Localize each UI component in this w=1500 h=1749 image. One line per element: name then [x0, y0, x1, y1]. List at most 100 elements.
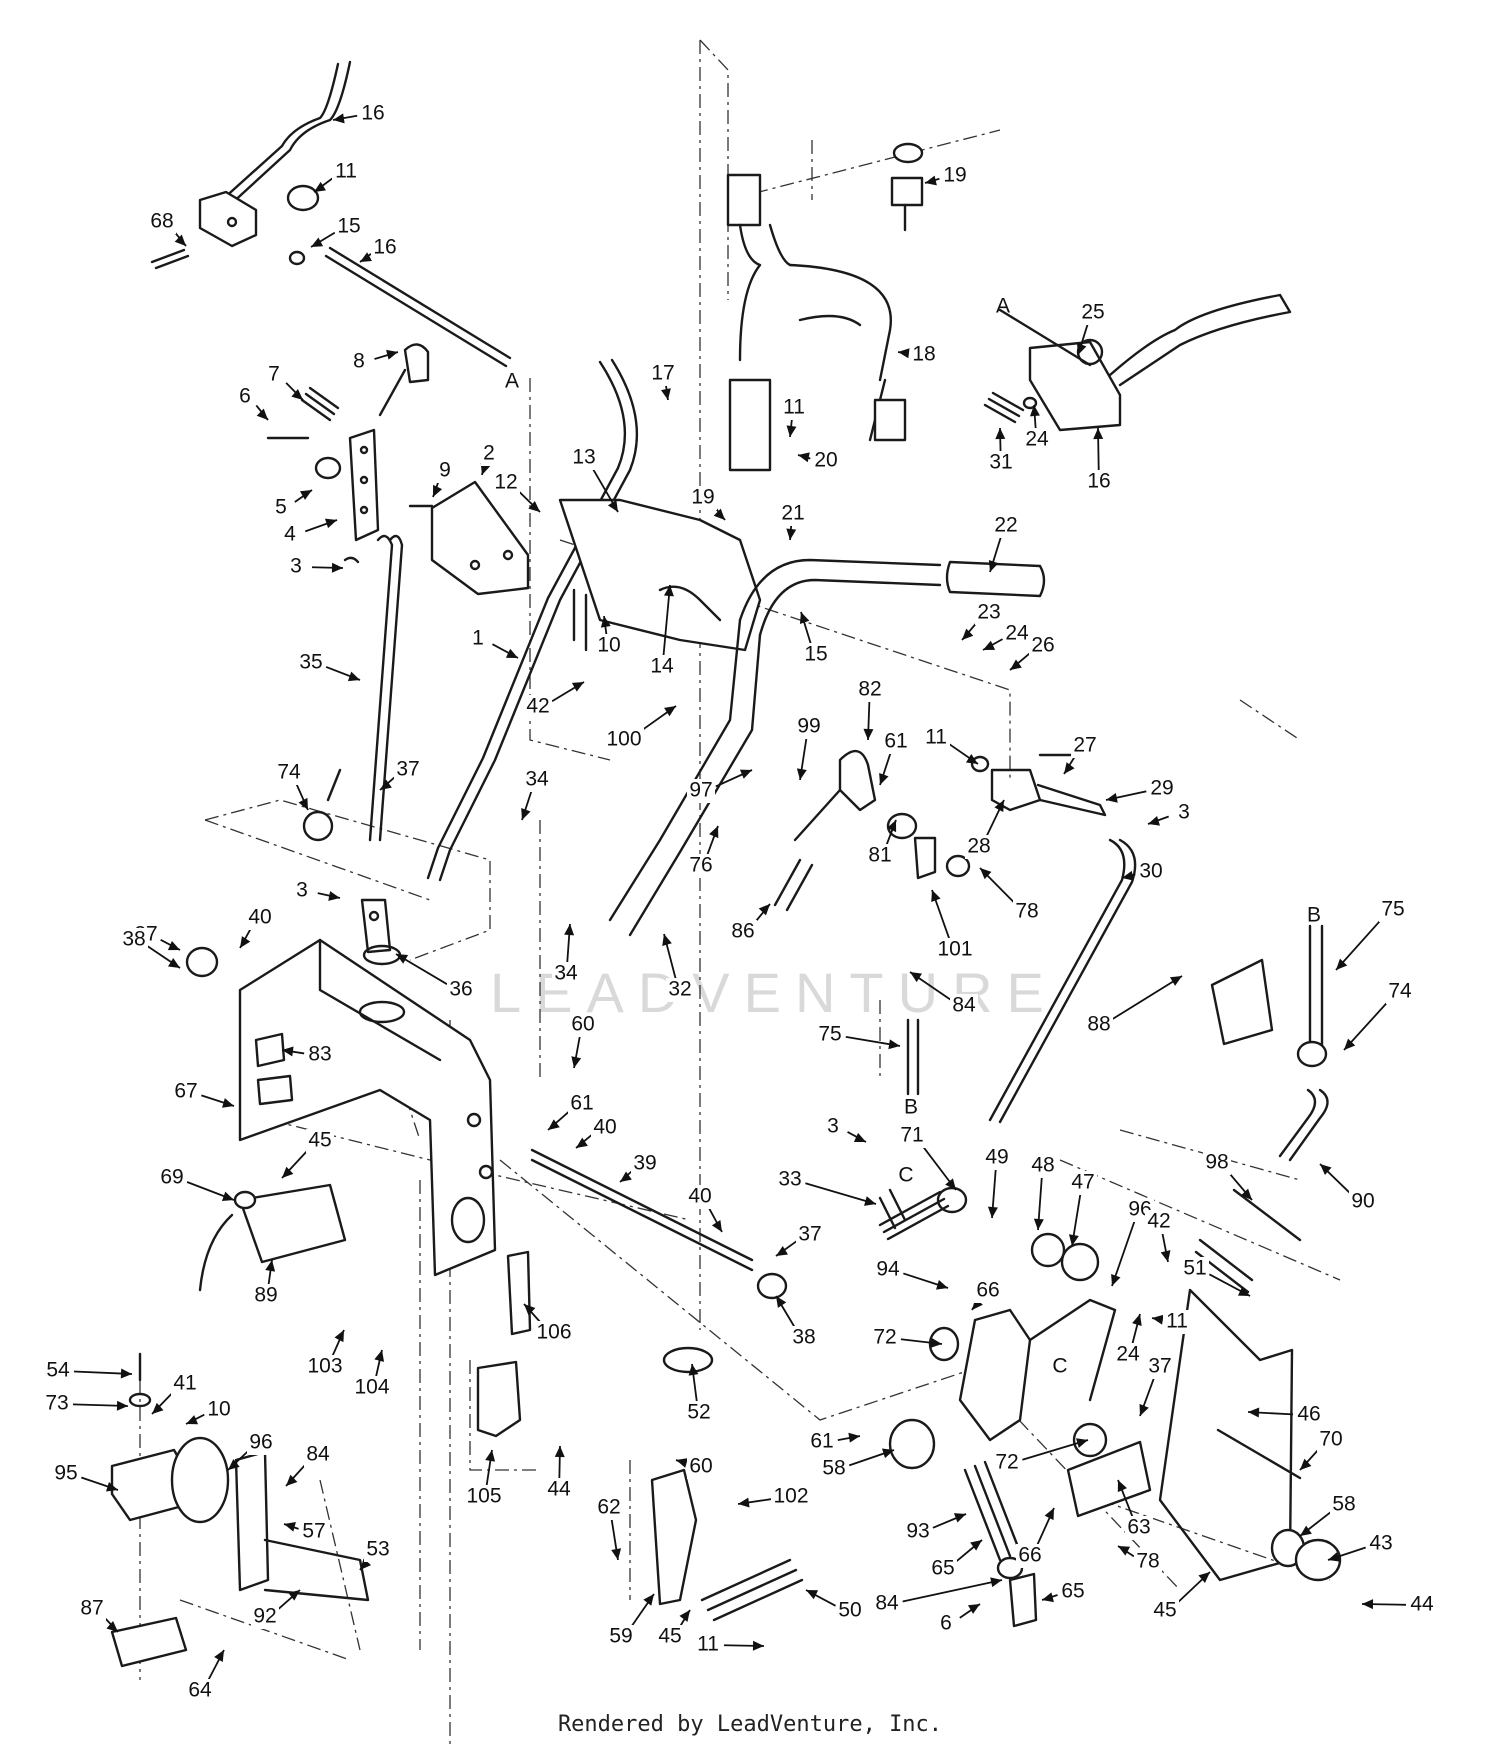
callout-35: 35: [297, 651, 361, 682]
callout-42: 42: [524, 681, 585, 719]
callout-43: 43: [1327, 1532, 1395, 1562]
callout-backing: [120, 928, 148, 952]
leader-arrowhead: [222, 1098, 234, 1108]
callout-label: 62: [597, 1496, 620, 1519]
leader-arrowhead: [1042, 1592, 1054, 1603]
leader-arrowhead: [1320, 1164, 1332, 1176]
leader-arrowhead: [524, 1304, 536, 1316]
callout-backing: [237, 385, 253, 409]
callout-57: 57: [283, 1520, 328, 1544]
callout-backing: [1386, 980, 1414, 1004]
callout-1: 1: [470, 627, 519, 659]
callout-76: 76: [687, 825, 719, 878]
leader-arrowhead: [798, 452, 810, 463]
callout-97: 97: [687, 769, 753, 803]
callout-37: 37: [775, 1223, 824, 1257]
leader-arrowhead: [282, 1166, 294, 1178]
leader-arrowhead: [966, 753, 978, 764]
callout-label: 46: [1297, 1403, 1320, 1426]
callout-label: 71: [900, 1124, 923, 1147]
callout-label: 47: [1071, 1171, 1094, 1194]
callout-backing: [306, 1043, 334, 1067]
callout-backing: [247, 1431, 275, 1455]
leader-arrowhead: [990, 1577, 1002, 1588]
callout-backing: [1137, 860, 1165, 884]
callout-label: 15: [804, 643, 827, 666]
leader-line: [1111, 1220, 1136, 1287]
callout-backing: [938, 1612, 954, 1636]
leader-arrowhead: [1160, 1250, 1171, 1262]
callout-label: 9: [439, 459, 451, 482]
callout-51: 51: [1181, 1257, 1251, 1297]
callout-backing: [1125, 1516, 1153, 1540]
callout-label: 51: [1183, 1257, 1206, 1280]
callout-61: 61: [547, 1092, 596, 1131]
callout-backing: [898, 1124, 926, 1148]
callout-backing: [1059, 1580, 1087, 1604]
callout-backing: [1013, 900, 1041, 924]
leader-arrowhead: [299, 490, 312, 500]
leader-line: [1335, 918, 1383, 971]
callout-backing: [1367, 1532, 1395, 1556]
leader-line: [1112, 975, 1183, 1020]
callout-11: 11: [922, 726, 979, 765]
leader-arrowhead: [433, 484, 443, 497]
callout-label: 89: [254, 1284, 277, 1307]
callout-19: 19: [689, 486, 726, 521]
leader-arrowhead: [1122, 870, 1134, 881]
callout-label: 50: [838, 1599, 861, 1622]
callout-backing: [1114, 1343, 1142, 1367]
callout-backing: [352, 1376, 392, 1400]
leader-arrowhead: [738, 1497, 750, 1508]
part-drawings: [110, 60, 1342, 1668]
leader-arrowhead: [485, 1450, 496, 1462]
leader-arrowhead: [214, 1650, 224, 1663]
callout-backing: [335, 215, 363, 239]
callout-backing: [685, 1401, 713, 1425]
callout-label: 70: [1319, 1428, 1342, 1451]
callout-label: 40: [248, 906, 271, 929]
callout-37: 37: [1139, 1355, 1174, 1417]
callout-72: 72: [993, 1438, 1089, 1475]
callout-label: 26: [1031, 634, 1054, 657]
footer-credit: Rendered by LeadVenture, Inc.: [557, 1712, 943, 1737]
leader-line: [1022, 1439, 1089, 1461]
callout-label: 11: [925, 726, 947, 749]
leader-arrowhead: [945, 1178, 956, 1190]
callout-backing: [1023, 428, 1051, 452]
callout-84: 84: [873, 1577, 1003, 1616]
callout-backing: [950, 994, 978, 1018]
callout-backing: [1163, 1310, 1191, 1334]
callout-label: 72: [873, 1326, 896, 1349]
callout-backing: [941, 164, 969, 188]
leader-arrowhead: [298, 797, 308, 810]
leader-arrowhead: [284, 1522, 296, 1532]
leader-arrowhead: [620, 1171, 632, 1182]
leader-arrowhead: [1139, 1403, 1149, 1416]
callout-label: 57: [302, 1520, 325, 1543]
callout-backing: [1029, 1154, 1057, 1178]
callout-84: 84: [285, 1443, 332, 1487]
callout-backing: [351, 350, 367, 374]
leader-arrowhead: [663, 585, 674, 597]
callout-label: 11: [335, 160, 357, 183]
callout-label: 37: [798, 1223, 821, 1246]
plate-2: [408, 480, 530, 596]
callout-81: 81: [866, 819, 897, 868]
leader-arrowhead: [879, 772, 889, 785]
callout-83: 83: [281, 1043, 334, 1067]
leader-arrowhead: [152, 1402, 164, 1414]
leader-line: [902, 1579, 1003, 1603]
callout-backing: [481, 442, 497, 466]
callout-label: 3: [290, 555, 302, 578]
callout-101: 101: [931, 889, 975, 962]
callout-label: 3: [827, 1115, 839, 1138]
leader-arrowhead: [347, 671, 360, 682]
callout-backing: [820, 1457, 848, 1481]
spring-33: [878, 1190, 950, 1241]
callout-label: 84: [875, 1592, 899, 1615]
bracket-28: [970, 753, 1107, 817]
callout-3: 3: [1147, 801, 1192, 826]
callout-backing: [275, 761, 303, 785]
callout-backing: [882, 730, 910, 754]
